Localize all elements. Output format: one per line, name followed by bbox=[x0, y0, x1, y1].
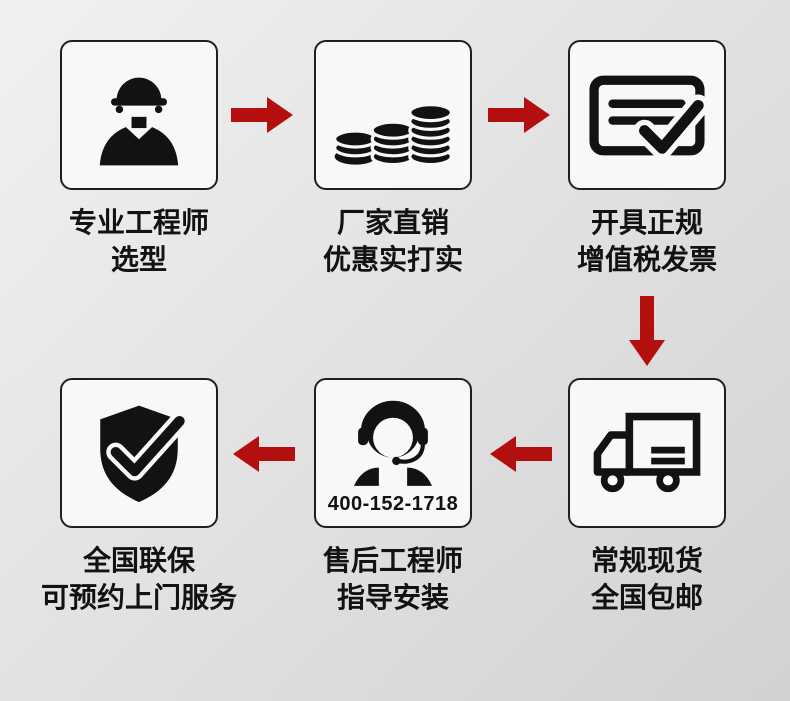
step-caption: 专业工程师 选型 bbox=[4, 204, 274, 278]
step-caption-line1: 厂家直销 bbox=[336, 207, 449, 238]
coins-icon bbox=[333, 103, 453, 167]
step-caption-line1: 常规现货 bbox=[590, 545, 703, 576]
step-caption-line1: 开具正规 bbox=[590, 207, 703, 238]
step-after-sales: 400-152-1718 售后工程师 指导安装 bbox=[314, 378, 472, 613]
step-caption-line2: 选型 bbox=[110, 244, 167, 275]
step-caption-line1: 专业工程师 bbox=[68, 207, 209, 238]
engineer-icon bbox=[99, 77, 179, 166]
step-caption-line2: 可预约上门服务 bbox=[40, 582, 237, 613]
step-box bbox=[314, 40, 472, 190]
step-caption: 开具正规 增值税发票 bbox=[512, 204, 782, 278]
flow-arrow-right-2 bbox=[488, 95, 552, 135]
step-caption: 厂家直销 优惠实打实 bbox=[258, 204, 528, 278]
step-caption-line2: 增值税发票 bbox=[576, 244, 717, 275]
step-box bbox=[568, 378, 726, 528]
step-caption-line1: 全国联保 bbox=[82, 545, 195, 576]
delivery-truck-icon bbox=[593, 412, 701, 492]
hotline-number: 400-152-1718 bbox=[327, 492, 459, 515]
step-caption: 常规现货 全国包邮 bbox=[512, 542, 782, 616]
step-box bbox=[60, 378, 218, 528]
step-engineer: 专业工程师 选型 bbox=[60, 40, 218, 275]
step-box bbox=[60, 40, 218, 190]
step-caption-line1: 售后工程师 bbox=[322, 545, 463, 576]
flow-arrow-left-1 bbox=[488, 434, 552, 474]
step-stock-shipping: 常规现货 全国包邮 bbox=[568, 378, 726, 613]
flow-arrow-down bbox=[627, 296, 667, 368]
step-factory-direct: 厂家直销 优惠实打实 bbox=[314, 40, 472, 275]
customer-service-icon bbox=[353, 400, 433, 486]
flow-arrow-left-2 bbox=[231, 434, 295, 474]
step-caption-line2: 全国包邮 bbox=[590, 582, 703, 613]
step-caption-line2: 优惠实打实 bbox=[322, 244, 463, 275]
step-caption: 全国联保 可预约上门服务 bbox=[4, 542, 274, 616]
step-box: 400-152-1718 bbox=[314, 378, 472, 528]
step-box bbox=[568, 40, 726, 190]
step-warranty: 全国联保 可预约上门服务 bbox=[41, 378, 237, 613]
invoice-check-icon bbox=[589, 75, 710, 159]
step-caption-line2: 指导安装 bbox=[336, 582, 449, 613]
flow-arrow-right-1 bbox=[231, 95, 295, 135]
step-caption: 售后工程师 指导安装 bbox=[258, 542, 528, 616]
shield-check-icon bbox=[100, 405, 189, 503]
step-vat-invoice: 开具正规 增值税发票 bbox=[568, 40, 726, 275]
